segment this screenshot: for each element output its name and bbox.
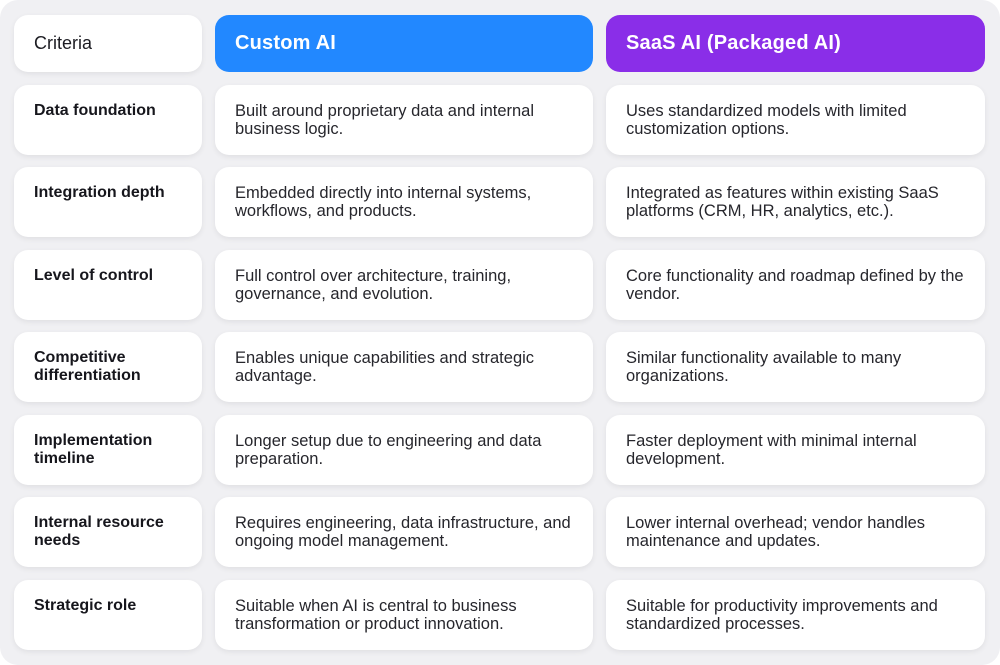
criteria-cell-implementation-timeline: Implementation timeline [14, 415, 202, 485]
header-saas-ai-cell: SaaS AI (Packaged AI) [606, 15, 985, 72]
custom-ai-cell: Full control over architecture, training… [215, 250, 593, 320]
header-custom-ai-cell: Custom AI [215, 15, 593, 72]
header-criteria-cell: Criteria [14, 15, 202, 72]
saas-ai-text: Lower internal overhead; vendor handles … [626, 514, 926, 550]
criteria-label: Level of control [34, 267, 154, 284]
header-custom-ai-label: Custom AI [235, 32, 337, 54]
criteria-cell-internal-resource-needs: Internal resource needs [14, 497, 202, 567]
criteria-label: Integration depth [34, 184, 165, 201]
criteria-label: Implementation timeline [34, 432, 153, 467]
saas-ai-cell: Integrated as features within existing S… [606, 167, 985, 237]
custom-ai-text: Requires engineering, data infrastructur… [235, 514, 571, 550]
custom-ai-cell: Longer setup due to engineering and data… [215, 415, 593, 485]
saas-ai-text: Suitable for productivity improvements a… [626, 597, 938, 633]
saas-ai-cell: Faster deployment with minimal internal … [606, 415, 985, 485]
criteria-cell-competitive-differentiation: Competitive differentiation [14, 332, 202, 402]
criteria-label: Data foundation [34, 102, 156, 119]
custom-ai-text: Suitable when AI is central to business … [235, 597, 517, 633]
saas-ai-cell: Uses standardized models with limited cu… [606, 85, 985, 155]
saas-ai-cell: Lower internal overhead; vendor handles … [606, 497, 985, 567]
saas-ai-cell: Core functionality and roadmap defined b… [606, 250, 985, 320]
saas-ai-cell: Similar functionality available to many … [606, 332, 985, 402]
header-saas-ai-label: SaaS AI (Packaged AI) [626, 32, 842, 54]
custom-ai-text: Built around proprietary data and intern… [235, 102, 535, 138]
custom-ai-text: Embedded directly into internal systems,… [235, 184, 532, 220]
custom-ai-cell: Embedded directly into internal systems,… [215, 167, 593, 237]
saas-ai-text: Faster deployment with minimal internal … [626, 432, 917, 468]
header-criteria-label: Criteria [34, 33, 93, 53]
saas-ai-text: Integrated as features within existing S… [626, 184, 939, 220]
criteria-label: Internal resource needs [34, 514, 164, 549]
saas-ai-text: Uses standardized models with limited cu… [626, 102, 907, 138]
criteria-cell-level-of-control: Level of control [14, 250, 202, 320]
custom-ai-cell: Enables unique capabilities and strategi… [215, 332, 593, 402]
custom-ai-text: Enables unique capabilities and strategi… [235, 349, 535, 385]
saas-ai-text: Similar functionality available to many … [626, 349, 902, 385]
criteria-cell-integration-depth: Integration depth [14, 167, 202, 237]
custom-ai-cell: Suitable when AI is central to business … [215, 580, 593, 650]
saas-ai-cell: Suitable for productivity improvements a… [606, 580, 985, 650]
saas-ai-text: Core functionality and roadmap defined b… [626, 267, 964, 303]
custom-ai-text: Longer setup due to engineering and data… [235, 432, 542, 468]
criteria-label: Strategic role [34, 597, 137, 614]
custom-ai-cell: Built around proprietary data and intern… [215, 85, 593, 155]
criteria-cell-strategic-role: Strategic role [14, 580, 202, 650]
criteria-label: Competitive differentiation [34, 349, 141, 384]
custom-ai-cell: Requires engineering, data infrastructur… [215, 497, 593, 567]
criteria-cell-data-foundation: Data foundation [14, 85, 202, 155]
custom-ai-text: Full control over architecture, training… [235, 267, 512, 303]
